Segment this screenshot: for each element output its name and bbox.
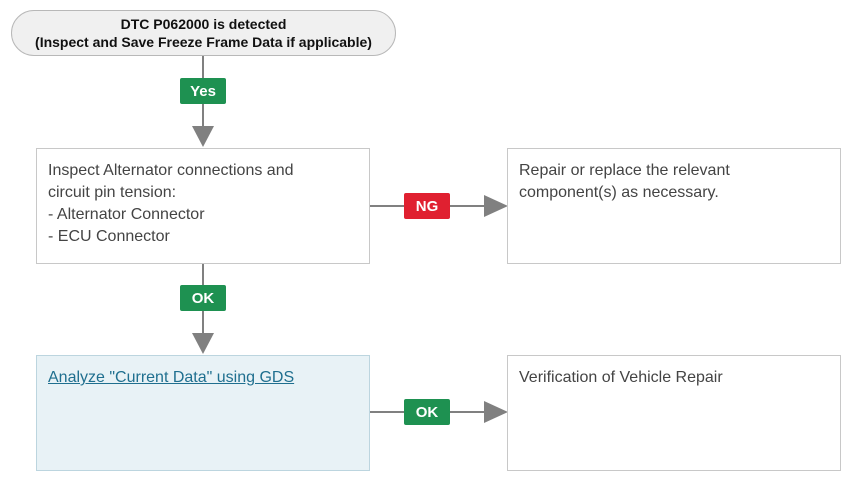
arrow-right-icon — [484, 195, 508, 217]
yes-badge: Yes — [180, 78, 226, 104]
arrow-down-icon — [192, 333, 214, 354]
inspect-line-3: - Alternator Connector — [48, 206, 205, 223]
start-title: DTC P062000 is detected — [120, 16, 287, 32]
analyze-current-data-box: Analyze "Current Data" using GDS — [36, 355, 370, 471]
verification-text: Verification of Vehicle Repair — [519, 369, 723, 386]
repair-line-2: component(s) as necessary. — [519, 184, 719, 201]
arrow-right-icon — [484, 401, 508, 423]
inspect-line-2: circuit pin tension: — [48, 184, 177, 201]
inspect-connections-box: Inspect Alternator connections and circu… — [36, 148, 370, 264]
repair-component-box: Repair or replace the relevant component… — [507, 148, 841, 264]
start-subtitle: (Inspect and Save Freeze Frame Data if a… — [35, 34, 372, 50]
ok-badge-right: OK — [404, 399, 450, 425]
arrow-down-icon — [192, 126, 214, 147]
ng-badge: NG — [404, 193, 450, 219]
repair-line-1: Repair or replace the relevant — [519, 162, 730, 179]
inspect-line-1: Inspect Alternator connections and — [48, 162, 294, 179]
ok-badge-down: OK — [180, 285, 226, 311]
verification-box: Verification of Vehicle Repair — [507, 355, 841, 471]
inspect-line-4: - ECU Connector — [48, 228, 170, 245]
analyze-current-data-link[interactable]: Analyze "Current Data" using GDS — [48, 369, 295, 386]
start-node: DTC P062000 is detected (Inspect and Sav… — [11, 10, 396, 56]
